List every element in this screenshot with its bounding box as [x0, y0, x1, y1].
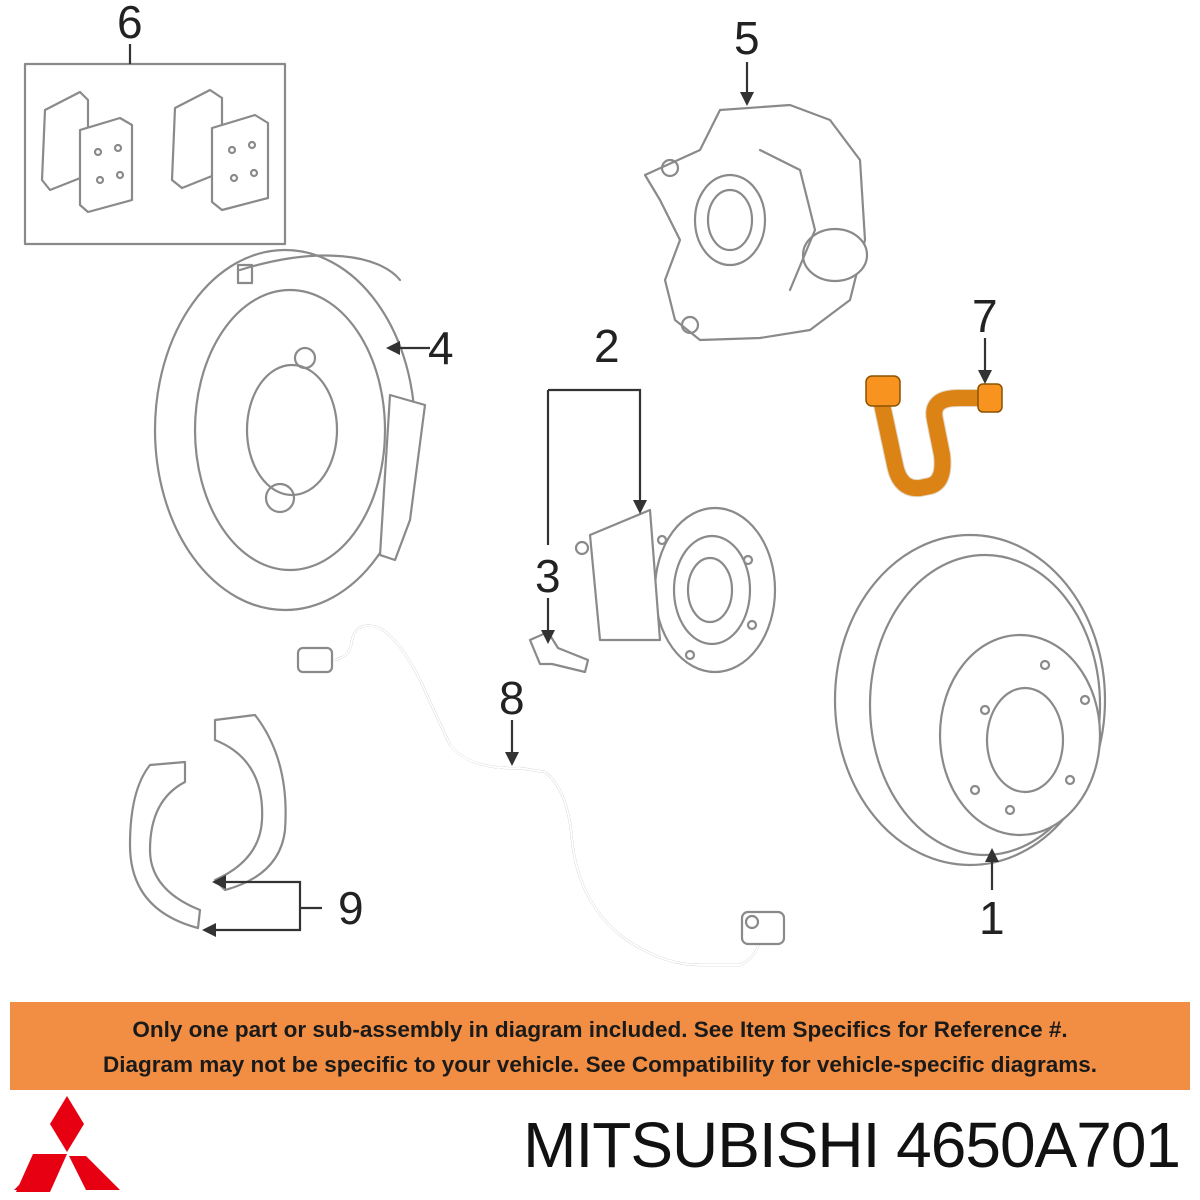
notice-line-1: Only one part or sub-assembly in diagram…	[132, 1017, 1068, 1042]
brand-name: MITSUBISHI	[523, 1109, 880, 1181]
footer: MITSUBISHI 4650A701	[0, 1090, 1200, 1200]
part-number: 4650A701	[896, 1109, 1181, 1181]
callout-4: 4	[428, 322, 454, 374]
callout-7: 7	[972, 290, 998, 342]
brake-rotor	[833, 533, 1107, 867]
parts-diagram: 6 5 4	[23, 0, 1107, 967]
parking-brake-shoes	[128, 713, 287, 930]
callout-9: 9	[338, 882, 364, 934]
backing-plate	[153, 248, 427, 612]
knuckle	[643, 103, 869, 342]
wheel-hub	[574, 506, 777, 674]
abs-sensor-wire	[296, 624, 786, 967]
callout-5: 5	[734, 12, 760, 64]
brake-hose	[865, 375, 1003, 498]
notice-banner: Only one part or sub-assembly in diagram…	[10, 1002, 1190, 1090]
brake-pad-set	[23, 62, 287, 246]
callout-1: 1	[979, 892, 1005, 944]
callout-8: 8	[499, 672, 525, 724]
three-diamond-logo-icon	[14, 1096, 120, 1192]
hub-bolt	[528, 630, 590, 674]
callout-6: 6	[117, 0, 143, 48]
notice-line-2: Diagram may not be specific to your vehi…	[102, 1052, 1098, 1077]
part-label: MITSUBISHI 4650A701	[523, 1108, 1181, 1182]
callout-2: 2	[594, 320, 620, 372]
callout-3: 3	[535, 550, 561, 602]
